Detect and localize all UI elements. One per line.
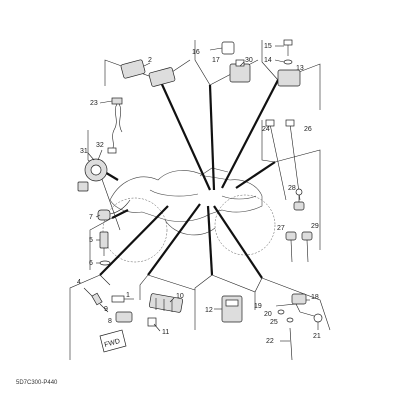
callout-31: 31: [80, 148, 88, 155]
diagram-code: 5D7C300-P440: [16, 380, 58, 386]
callout-17: 17: [212, 57, 220, 64]
fwd-stamp-text: FWD: [104, 338, 121, 349]
part-6-oring: [99, 260, 111, 266]
part-12-unit: [221, 295, 243, 323]
callout-15: 15: [264, 43, 272, 50]
callout-2: 2: [148, 57, 152, 64]
callout-20: 20: [264, 311, 272, 318]
callout-18: 18: [311, 294, 319, 301]
callout-6: 6: [89, 260, 93, 267]
leader-lines: [97, 79, 279, 279]
callout-22: 22: [266, 338, 274, 345]
part-27-29-clamps: [285, 231, 313, 263]
callout-23: 23: [90, 100, 98, 107]
bracket-frames: [69, 40, 331, 360]
part-4-9-plug: [83, 287, 109, 313]
callout-32: 32: [96, 142, 104, 149]
part-28-sensor: [293, 188, 305, 211]
part-24-26-ties: [265, 119, 301, 201]
callout-29: 29: [311, 223, 319, 230]
part-11-nut: [147, 317, 157, 327]
part-8-bracket: [115, 311, 133, 323]
callout-24: 24: [262, 126, 270, 133]
callout-10: 10: [176, 293, 184, 300]
part-7-sensor: [97, 199, 131, 221]
callout-11: 11: [162, 329, 169, 336]
callout-ticks: [87, 45, 319, 342]
part-14-15-bolt: [283, 39, 293, 65]
part-18-21-assembly: [275, 293, 323, 323]
callout-26: 26: [304, 126, 312, 133]
part-10-boot: [148, 293, 184, 313]
callout-8: 8: [108, 318, 112, 325]
callout-13: 13: [296, 65, 304, 72]
part-31-32-horn: [84, 149, 108, 182]
callout-25: 25: [270, 319, 278, 326]
callout-27: 27: [277, 225, 285, 232]
part-23-harness: [107, 97, 123, 154]
callout-7: 7: [89, 214, 93, 221]
callout-16: 16: [192, 49, 200, 56]
part-connector: [77, 181, 89, 192]
callout-4: 4: [77, 279, 81, 286]
callout-28: 28: [288, 185, 296, 192]
part-5-sensor: [99, 231, 109, 256]
part-2-relays: [120, 59, 176, 87]
callout-19: 19: [254, 303, 262, 310]
fwd-stamp: FWD: [99, 329, 127, 353]
part-25: [286, 317, 294, 323]
part-22-rod: [289, 327, 293, 361]
callout-12: 12: [205, 307, 213, 314]
callout-14: 14: [264, 57, 272, 64]
part-1-bolt: [111, 295, 134, 303]
part-13-box: [277, 69, 301, 87]
callout-9: 9: [104, 306, 108, 313]
motorcycle-frame: [102, 167, 276, 263]
part-30-relay: [229, 59, 251, 83]
part-20: [277, 309, 285, 315]
callout-21: 21: [313, 333, 321, 340]
callout-30: 30: [245, 57, 253, 64]
callout-labels: 2 16 17 30 15 14 13 23 32 31 24 26 28 7 …: [77, 43, 321, 345]
part-16-17-switch: [209, 41, 235, 55]
callout-1: 1: [126, 292, 130, 299]
callout-5: 5: [89, 237, 93, 244]
